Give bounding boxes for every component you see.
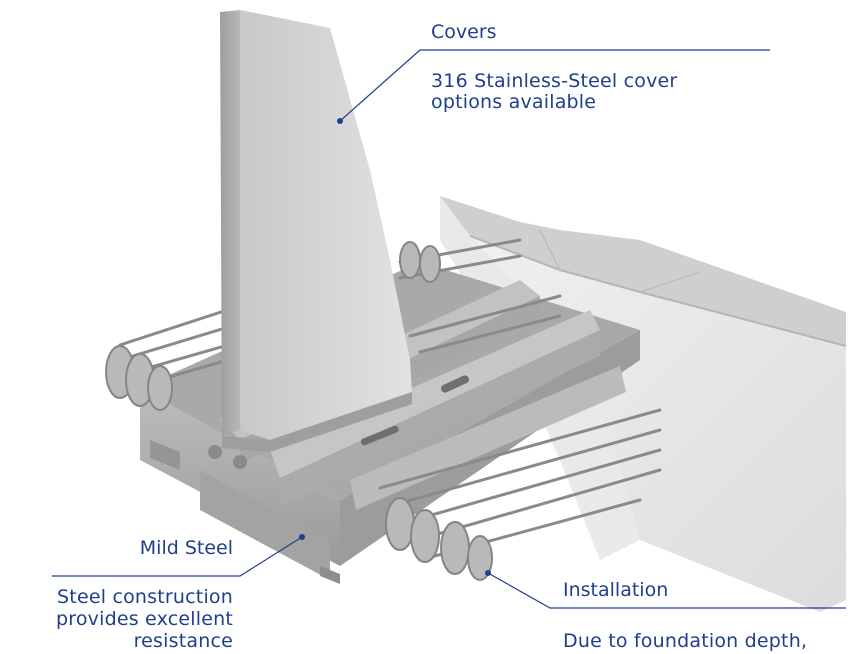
installation-title: Installation bbox=[563, 579, 669, 601]
coil-anchors bbox=[105, 241, 493, 581]
callout-leaders bbox=[52, 49, 846, 609]
mild-steel-text-line-3: resistance bbox=[133, 630, 233, 652]
mild-steel-title: Mild Steel bbox=[139, 537, 233, 559]
mild-steel-text-line-1: Steel construction bbox=[57, 586, 233, 608]
callout-dots bbox=[299, 118, 491, 576]
covers-title: Covers bbox=[431, 21, 497, 43]
cover-plate bbox=[220, 10, 412, 452]
mild-steel-text-line-2: provides excellent bbox=[55, 608, 233, 630]
covers-text-line-2: options available bbox=[431, 91, 597, 113]
installation-text-line-1: Due to foundation depth, bbox=[563, 630, 808, 652]
covers-text-line-1: 316 Stainless-Steel cover bbox=[431, 70, 678, 92]
